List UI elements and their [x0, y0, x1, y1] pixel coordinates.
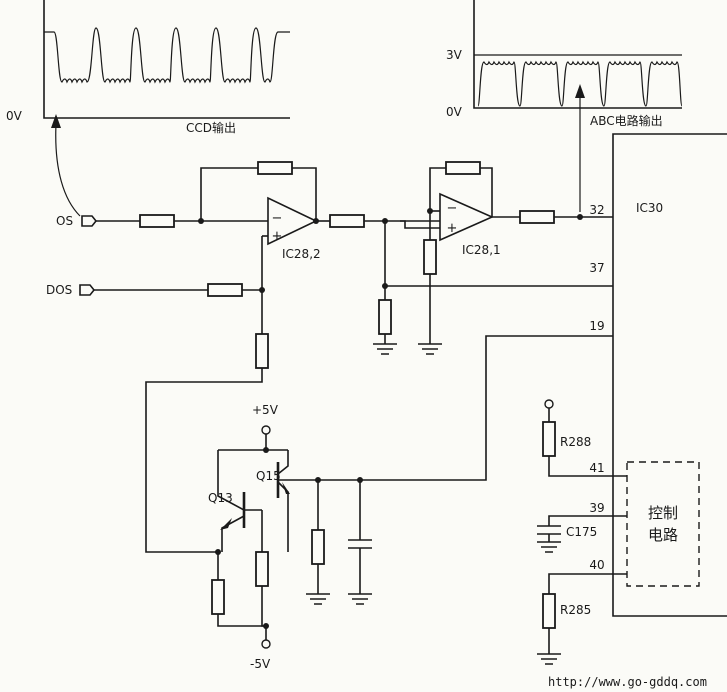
- resistor-r288: [542, 421, 556, 457]
- ccd-caption: CCD输出: [186, 120, 236, 135]
- resistor: [311, 529, 325, 565]
- arrow-head: [575, 84, 585, 98]
- opamp-ic28-1-label: IC28,1: [462, 243, 501, 257]
- junction-dot: [577, 214, 583, 220]
- positive-supply-terminal: [261, 425, 271, 435]
- resistor: [519, 210, 555, 224]
- resistor: [139, 214, 175, 228]
- wire: [292, 167, 317, 221]
- ground-symbol: [537, 653, 561, 665]
- feedback-resistor: [257, 161, 293, 175]
- abc-caption: ABC电路输出: [590, 113, 663, 128]
- r285-label: R285: [560, 603, 591, 617]
- wire: [480, 167, 493, 217]
- ground-symbol: [373, 343, 397, 355]
- ccd-signal: [44, 27, 290, 84]
- ic30-block: IC30 32 37 19 41 39 40 控制 电路: [589, 133, 727, 617]
- negative-supply-terminal: [261, 639, 271, 649]
- dos-label: DOS: [46, 283, 72, 297]
- control-components: R288 C175 R285: [537, 399, 627, 665]
- os-to-waveform-arrow: [55, 123, 81, 217]
- junction-dot: [263, 623, 269, 629]
- ground-symbol: [418, 343, 442, 355]
- abc-signal: [477, 60, 683, 107]
- wire: [145, 368, 263, 553]
- wire: [261, 586, 267, 640]
- opamp-ic28-2: [267, 196, 318, 246]
- opamp-ic28-2-label: IC28,2: [282, 247, 321, 261]
- transistor-q15: [276, 450, 318, 552]
- wire: [318, 335, 613, 481]
- ccd-axis: [43, 0, 290, 119]
- transistor-stage: +5V Q15 Q13 -5V: [208, 335, 613, 671]
- wire: [217, 614, 266, 627]
- os-terminal: [81, 215, 98, 227]
- resistor: [207, 283, 243, 297]
- resistor: [255, 551, 269, 587]
- abc-axis: [473, 0, 682, 109]
- negative-supply-label: -5V: [250, 657, 271, 671]
- resistor: [255, 333, 269, 369]
- q15-label: Q15: [256, 469, 281, 483]
- dos-terminal: [79, 284, 96, 296]
- middle-stage: − + IC28,1: [316, 161, 613, 355]
- resistor-r285: [542, 593, 556, 629]
- r288-top-terminal: [544, 399, 554, 409]
- os-input-stage: OS − + IC28,2: [56, 161, 321, 290]
- wire: [400, 220, 440, 229]
- opamp-ic28-1: [439, 192, 494, 242]
- opamp-plus: +: [272, 229, 283, 244]
- transistor-q13: [217, 450, 262, 552]
- c175-label: C175: [566, 525, 597, 539]
- positive-supply-label: +5V: [252, 403, 279, 417]
- control-block: [626, 461, 700, 587]
- capacitor: [348, 480, 372, 594]
- abc-level-label: 3V: [446, 48, 463, 62]
- arrow-head: [51, 114, 61, 128]
- control-block-line1: 控制: [648, 504, 678, 522]
- resistor: [211, 579, 225, 615]
- wire: [548, 456, 627, 477]
- control-block-line2: 电路: [648, 526, 678, 544]
- opamp-minus: −: [272, 211, 283, 226]
- abc-waveform: 3V 0V ABC电路输出: [446, 0, 683, 212]
- resistor: [329, 214, 365, 228]
- wire: [429, 167, 446, 211]
- os-label: OS: [56, 214, 73, 228]
- resistor: [423, 239, 437, 275]
- ground-symbol: [348, 593, 372, 605]
- dos-input-stage: DOS: [46, 283, 269, 553]
- ccd-waveform: 0V CCD输出: [6, 0, 290, 217]
- pin-19-label: 19: [589, 319, 604, 333]
- ccd-zero-label: 0V: [6, 109, 23, 123]
- feedback-resistor: [445, 161, 481, 175]
- wire: [548, 515, 627, 526]
- pin-40-label: 40: [589, 558, 604, 572]
- ground-symbol: [537, 541, 561, 553]
- pin-32-label: 32: [589, 203, 604, 217]
- abc-zero-label: 0V: [446, 105, 463, 119]
- ic30-name: IC30: [636, 201, 663, 215]
- wire: [200, 167, 258, 221]
- resistor: [378, 299, 392, 335]
- q13-label: Q13: [208, 491, 233, 505]
- ic30-outline: [612, 133, 727, 617]
- r288-label: R288: [560, 435, 591, 449]
- pin-41-label: 41: [589, 461, 604, 475]
- opamp-minus: −: [447, 201, 458, 216]
- watermark-url: http://www.go-gddq.com: [548, 675, 707, 689]
- ground-symbol: [306, 593, 330, 605]
- opamp-plus: +: [447, 221, 458, 236]
- capacitor-c175: [537, 525, 561, 542]
- wire: [548, 573, 627, 594]
- pin-39-label: 39: [589, 501, 604, 515]
- pin-37-label: 37: [589, 261, 604, 275]
